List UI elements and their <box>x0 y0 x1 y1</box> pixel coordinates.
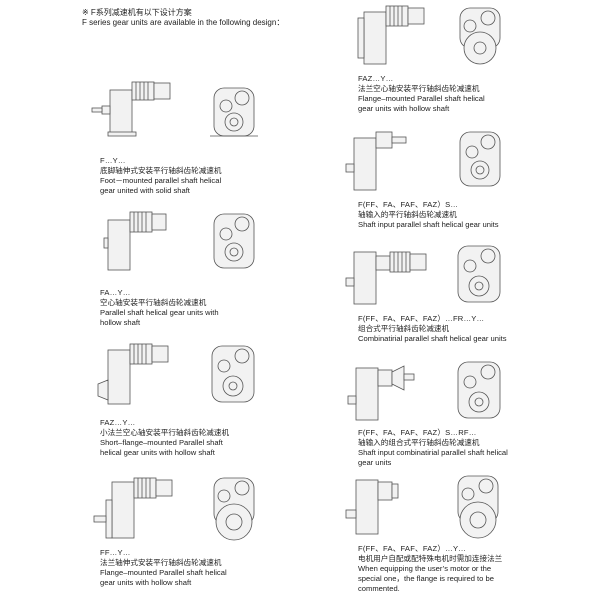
front-view-drawing <box>459 131 501 187</box>
design-title-cn: 法兰轴伸式安装平行轴斜齿轮减速机 <box>100 558 222 567</box>
front-view-drawing <box>213 477 255 541</box>
design-desc-line: When equipping the user’s motor or the <box>358 564 492 573</box>
design-code: FA…Y… <box>100 288 131 297</box>
design-desc-line: gear units <box>358 458 392 467</box>
design-title-cn: 底脚轴伸式安装平行轴斜齿轮减速机 <box>100 166 222 175</box>
design-desc-line: Flange–mounted Parallel shaft helical <box>100 568 227 577</box>
design-title-cn: 轴输入的组合式平行轴斜齿轮减速机 <box>358 438 480 447</box>
header-chinese: ※ F系列减速机有以下设计方案 <box>82 8 192 17</box>
design-code: F(FF、FA、FAF、FAZ）…FR…Y… <box>358 314 485 323</box>
design-title-cn: 法兰空心轴安装平行轴斜齿轮减速机 <box>358 84 480 93</box>
design-desc-line: special one，the flange is required to be <box>358 574 494 583</box>
front-view-drawing <box>457 361 501 419</box>
design-desc-line: helical gear units with hollow shaft <box>100 448 215 457</box>
design-desc-line: Foot－mounted parallel shaft helical <box>100 176 222 185</box>
design-code: FF…Y… <box>100 548 131 557</box>
side-view-drawing <box>103 211 167 271</box>
side-view-drawing <box>345 251 427 305</box>
side-view-drawing <box>345 479 399 535</box>
design-desc-line: Parallel shaft helical gear units with <box>100 308 219 317</box>
front-view-drawing <box>210 87 258 137</box>
design-desc-line: gear united with solid shaft <box>100 186 190 195</box>
design-code: F(FF、FA、FAF、FAZ）…Y… <box>358 544 467 553</box>
side-view-drawing <box>93 477 173 539</box>
design-title-cn: 组合式平行轴斜齿轮减速机 <box>358 324 450 333</box>
design-title-cn: 轴输入的平行轴斜齿轮减速机 <box>358 210 457 219</box>
design-title-cn: 空心轴安装平行轴斜齿轮减速机 <box>100 298 207 307</box>
header-english: F series gear units are available in the… <box>82 18 285 27</box>
front-view-drawing <box>457 475 499 539</box>
side-view-drawing <box>357 5 425 65</box>
side-view-drawing <box>91 81 171 137</box>
design-desc-line: Combinatirial parallel shaft helical gea… <box>358 334 507 343</box>
design-code: F(FF、FA、FAF、FAZ）S… <box>358 200 459 209</box>
design-desc-line: Shaft input combinatirial parallel shaft… <box>358 448 508 457</box>
design-code: F(FF、FA、FAF、FAZ）S…RF… <box>358 428 477 437</box>
front-view-drawing <box>211 345 255 403</box>
design-desc-line: Shaft input parallel shaft helical gear … <box>358 220 499 229</box>
design-desc-line: commented. <box>358 584 400 593</box>
design-desc-line: Short–flange–mounted Parallel shaft <box>100 438 223 447</box>
front-view-drawing <box>213 213 255 269</box>
design-code: FAZ…Y… <box>100 418 136 427</box>
design-code: F…Y… <box>100 156 126 165</box>
design-title-cn: 小法兰空心轴安装平行轴斜齿轮减速机 <box>100 428 230 437</box>
design-desc-line: gear units with hollow shaft <box>358 104 450 113</box>
side-view-drawing <box>347 365 415 421</box>
side-view-drawing <box>97 343 169 405</box>
design-title-cn: 电机用户自配或配特殊电机时需加连接法兰 <box>358 554 503 563</box>
design-desc-line: hollow shaft <box>100 318 141 327</box>
design-code: FAZ…Y… <box>358 74 394 83</box>
design-desc-line: Flange–mounted Parallel shaft helical <box>358 94 485 103</box>
design-desc-line: gear units with hollow shaft <box>100 578 192 587</box>
side-view-drawing <box>345 131 407 191</box>
front-view-drawing <box>457 245 501 303</box>
front-view-drawing <box>459 7 501 65</box>
